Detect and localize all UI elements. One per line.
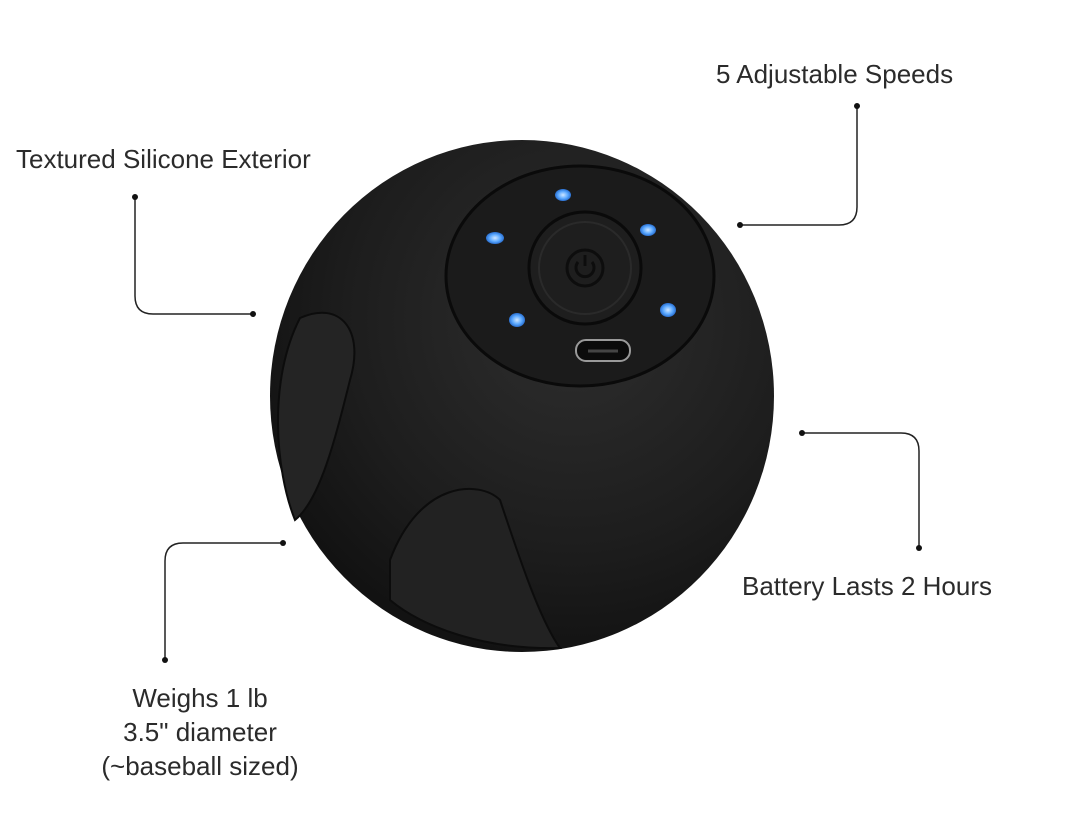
callout-texture: Textured Silicone Exterior xyxy=(16,144,311,174)
callout-battery: Battery Lasts 2 Hours xyxy=(742,571,992,601)
speed-led-4 xyxy=(509,313,525,327)
grip-panel-bottom xyxy=(389,487,562,650)
speed-led-5 xyxy=(486,232,504,244)
size-comparison-line: (~baseball sized) xyxy=(101,751,299,781)
power-icon xyxy=(565,248,605,288)
callout-dots xyxy=(132,103,922,663)
speed-led-3 xyxy=(660,303,676,317)
weight-line: Weighs 1 lb xyxy=(132,683,268,713)
callout-lines xyxy=(134,106,920,660)
grip-panel-left xyxy=(277,311,356,522)
massage-ball xyxy=(270,140,774,652)
callout-weight: Weighs 1 lb 3.5" diameter (~baseball siz… xyxy=(60,681,340,783)
power-button[interactable] xyxy=(527,210,643,326)
speed-led-1 xyxy=(555,189,571,201)
callout-speeds: 5 Adjustable Speeds xyxy=(716,59,954,89)
speed-led-2 xyxy=(640,224,656,236)
diameter-line: 3.5" diameter xyxy=(123,717,277,747)
